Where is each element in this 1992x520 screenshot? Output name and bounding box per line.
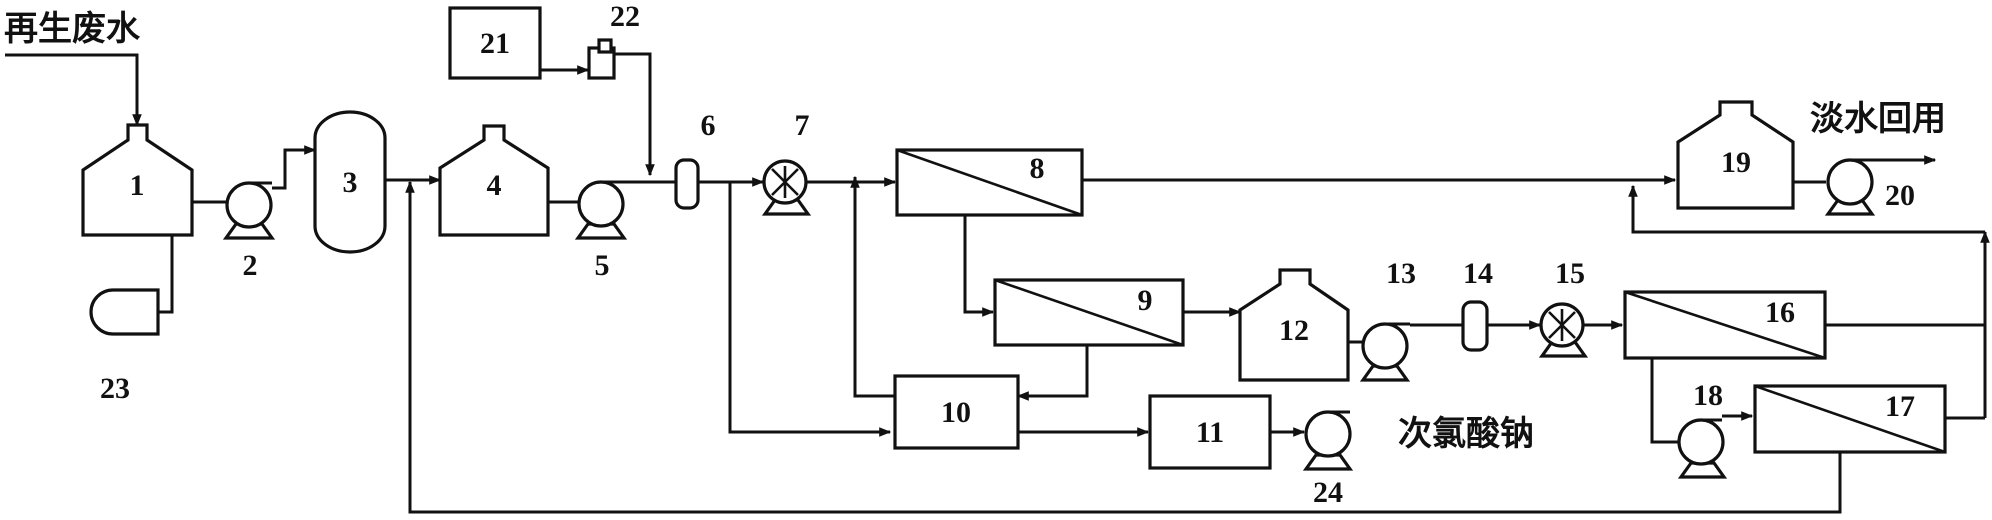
fresh-water-reuse-label: 淡水回用 [1810, 99, 1946, 139]
pipe-membrane16-to-pump18 [1650, 358, 1678, 444]
label-24: 24 [1313, 476, 1343, 509]
pipe-pump2-to-vessel3 [272, 145, 317, 190]
sodium-hypochlorite-label: 次氯酸钠 [1398, 414, 1534, 454]
box-10 [893, 374, 1020, 450]
pump-13 [1359, 322, 1411, 382]
label-14: 14 [1463, 257, 1493, 290]
tank-4 [438, 124, 550, 237]
tank-1 [81, 123, 194, 237]
pipe-meter22-to-main [614, 52, 655, 177]
membrane-8 [895, 148, 1084, 217]
label-16: 16 [1765, 296, 1795, 329]
label-4: 4 [487, 169, 502, 202]
label-5: 5 [595, 249, 610, 282]
pump-2 [222, 181, 276, 240]
label-23: 23 [100, 372, 130, 405]
label-22: 22 [610, 0, 640, 33]
filter-14 [1461, 300, 1489, 352]
label-20: 20 [1885, 179, 1915, 212]
pump-24 [1302, 410, 1354, 471]
label-12: 12 [1279, 314, 1309, 347]
pump-5 [574, 180, 628, 240]
pump-7 [761, 159, 812, 216]
pipe-box10-recycle-to-pump7 [850, 175, 895, 398]
label-3: 3 [343, 166, 358, 199]
pipe-membrane8-to-membrane9 [963, 215, 995, 317]
input-label: 再生废水 [4, 9, 141, 49]
membrane-17 [1753, 384, 1947, 454]
label-10: 10 [941, 396, 971, 429]
dosing-meter-22 [587, 38, 616, 80]
filter-6 [674, 158, 700, 210]
pipe-membrane9-to-box10 [1016, 345, 1089, 401]
label-17: 17 [1885, 390, 1915, 423]
unit-labels: 1 2 3 4 5 6 7 8 9 10 11 12 13 14 15 16 1… [100, 0, 1915, 509]
label-8: 8 [1030, 152, 1045, 185]
pipe-input-to-tank1 [5, 53, 142, 127]
label-19: 19 [1721, 146, 1751, 179]
blower-23 [89, 288, 160, 336]
tank-12 [1238, 268, 1350, 382]
pipe-filter6-to-box10 [728, 182, 892, 437]
label-21: 21 [480, 27, 510, 60]
label-2: 2 [243, 249, 258, 282]
pipe-membrane17-return-to-tank4 [405, 180, 1842, 514]
membrane-9 [993, 278, 1185, 347]
label-13: 13 [1386, 257, 1416, 290]
stream-labels: 再生废水 淡水回用 次氯酸钠 [4, 9, 1946, 454]
label-9: 9 [1138, 284, 1153, 317]
equipment [81, 6, 1947, 479]
pump-18 [1677, 418, 1728, 479]
label-1: 1 [130, 169, 145, 202]
pump-15 [1538, 302, 1589, 358]
label-11: 11 [1196, 416, 1224, 449]
pipe-collector-to-tank19 [1628, 184, 1985, 234]
label-18: 18 [1693, 379, 1723, 412]
box-21 [448, 6, 542, 80]
label-15: 15 [1555, 257, 1585, 290]
label-7: 7 [795, 109, 810, 142]
pipes [5, 52, 1990, 514]
tank-19 [1676, 100, 1795, 210]
pump-20 [1824, 158, 1876, 216]
vessel-3 [313, 110, 387, 254]
label-6: 6 [701, 109, 716, 142]
membrane-16 [1623, 290, 1827, 360]
box-11 [1148, 394, 1272, 470]
